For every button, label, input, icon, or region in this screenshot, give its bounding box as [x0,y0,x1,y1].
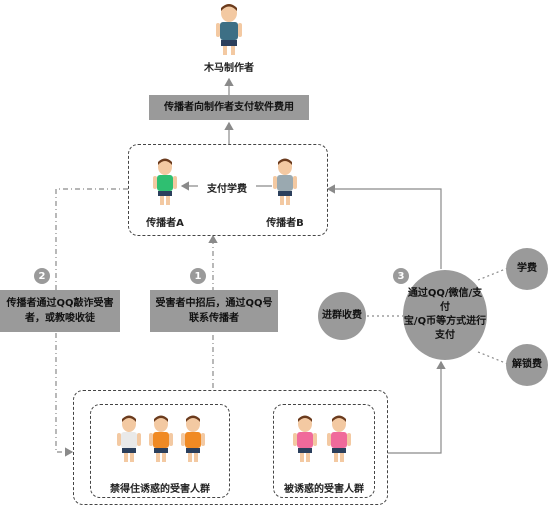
payment-methods-circle: 通过QQ/微信/支付 宝/Q币等方式进行 支付 [403,270,487,360]
link-tuition-fee [477,267,509,281]
step-1-text-line2: 联系传播者 [189,313,239,324]
victim-white-figure [116,414,142,468]
payment-to-creator-box: 传播者向制作者支付软件费用 [149,95,309,120]
victims-tempted-group [273,404,375,498]
spreader-b-label: 传播者B [266,218,304,229]
payment-methods-line2: 宝/Q币等方式进行 [403,316,487,327]
step-2-text-line1: 传播者通过QQ敲诈受害 [6,298,114,309]
tuition-payment-label: 支付学费 [198,180,256,195]
arrow-circle-to-spreaders [326,184,442,269]
step-1-box: 受害者中招后，通过QQ号 联系传播者 [150,290,278,332]
spreaders-group [128,144,328,236]
payment-methods-line3: 支付 [435,330,455,341]
link-unlock-fee [477,351,509,365]
spreader-b-figure [272,157,298,211]
victim-orange-figure-1 [148,414,174,468]
arrow-step2 [55,188,128,457]
step-2-box: 传播者通过QQ敲诈受害 者，或教唆收徒 [0,290,120,332]
creator-figure [214,2,244,60]
spreader-a-label: 传播者A [146,218,184,229]
victim-orange-figure-2 [180,414,206,468]
victims-resist-label: 禁得住诱惑的受害人群 [110,484,210,495]
step-1-text-line1: 受害者中招后，通过QQ号 [155,298,273,309]
payment-methods-line1: 通过QQ/微信/支付 [407,288,483,313]
creator-label: 木马制作者 [204,63,254,74]
step-2-badge: 2 [34,268,50,284]
victim-pink-figure-1 [292,414,318,468]
step-2-text-line2: 者，或教唆收徒 [25,313,95,324]
spreader-a-figure [152,157,178,211]
step-3-badge: 3 [393,268,409,284]
unlock-fee-circle: 解锁费 [506,344,548,386]
arrow-step3 [388,360,446,454]
group-fee-circle: 进群收费 [318,292,366,340]
victims-resist-group [90,404,230,498]
step-1-badge: 1 [190,268,206,284]
victims-tempted-label: 被诱惑的受害人群 [284,484,364,495]
victim-pink-figure-2 [326,414,352,468]
victims-group [73,390,388,505]
tuition-fee-circle: 学费 [506,248,548,290]
